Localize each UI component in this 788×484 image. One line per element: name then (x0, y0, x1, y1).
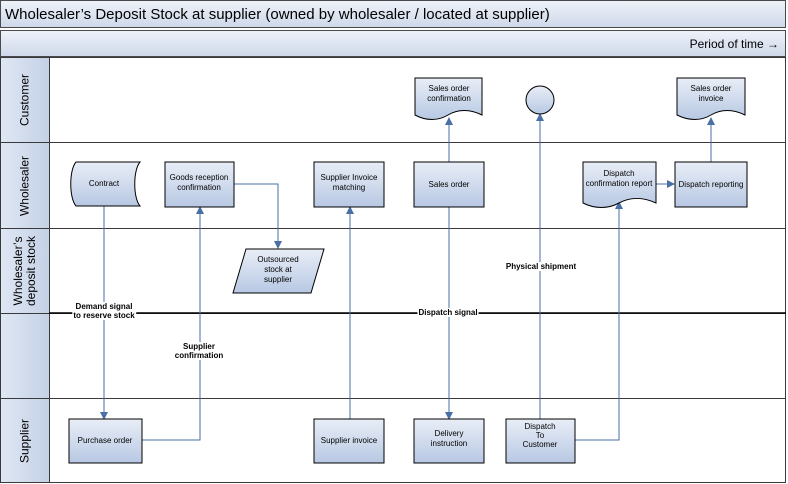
dispatch-signal-label: Dispatch signal (418, 308, 477, 317)
delivery-instruction-box (413, 418, 485, 464)
contract-text: Contract (89, 179, 120, 188)
dispatch-to-customer-box (505, 418, 576, 464)
supplier-invoice-text: Supplier invoice (321, 436, 378, 445)
dispatch-reporting-box (674, 161, 748, 208)
purchase-order-text: Purchase order (78, 436, 133, 445)
lane-header-blank (1, 314, 50, 398)
period-bar: Period of time → (0, 30, 786, 57)
supplier-invoice-matching-text-1: Supplier Invoice (321, 173, 378, 182)
sales-order-box (413, 161, 485, 208)
dispatch-confirmation-text-1: Dispatch (603, 169, 634, 178)
supplier-invoice-matching-box (313, 161, 385, 208)
sales-order-invoice-text-2: invoice (699, 94, 724, 103)
label-backing (504, 262, 578, 271)
customer-circle-end (525, 85, 555, 115)
delivery-instruction-text-2: instruction (431, 439, 467, 448)
flow-purchase-order-to-goods-reception (142, 206, 204, 441)
lane-header-supplier: Supplier (1, 399, 50, 482)
label-backing (181, 342, 217, 351)
dispatch-reporting-text: Dispatch reporting (679, 180, 744, 189)
purchase-order-box (68, 418, 143, 464)
dispatch-customer-text-2: To (536, 431, 545, 440)
dispatch-confirmation-text-2: confirmation report (586, 179, 653, 188)
sales-order-text: Sales order (429, 180, 470, 189)
outsourced-text-2: stock at (264, 265, 292, 274)
lane-header-customer: Customer (1, 58, 50, 142)
goods-reception-text-1: Goods reception (170, 173, 229, 182)
sales-order-invoice-text-1: Sales order (691, 84, 732, 93)
flow-goods-reception-to-outsourced (234, 183, 282, 249)
label-backing (74, 302, 134, 311)
supplier-invoice-matching-text-2: matching (333, 183, 365, 192)
outsourced-text-1: Outsourced (257, 255, 298, 264)
contract-storage-shape (70, 161, 142, 207)
demand-signal-label-1: Demand signal (76, 302, 133, 311)
lane-customer: Customer (0, 57, 786, 143)
supplier-confirmation-label-1: Supplier (183, 342, 215, 351)
label-backing (417, 308, 479, 317)
goods-reception-box (164, 161, 235, 208)
outsourced-stock-parallelogram (232, 248, 325, 294)
supplier-invoice-box (313, 418, 385, 464)
flow-dispatch-to-confirmation-report (575, 201, 623, 441)
goods-reception-text-2: confirmation (177, 183, 221, 192)
dispatch-customer-text-3: Customer (523, 440, 558, 449)
delivery-instruction-text-1: Delivery (435, 429, 464, 438)
dispatch-confirmation-document (582, 161, 657, 208)
label-backing (72, 311, 137, 320)
lane-header-wholesaler: Wholesaler (1, 143, 50, 228)
physical-shipment-label: Physical shipment (506, 262, 577, 271)
sales-order-confirmation-document (414, 77, 483, 120)
sales-order-confirmation-text-2: confirmation (427, 94, 471, 103)
diagram-title-bar: Wholesaler’s Deposit Stock at supplier (… (0, 0, 786, 28)
diagram-title: Wholesaler’s Deposit Stock at supplier (… (5, 6, 550, 23)
demand-signal-label-2: to reserve stock (73, 311, 135, 320)
sales-order-invoice-document (676, 77, 746, 120)
period-label: Period of time → (689, 37, 779, 51)
supplier-confirmation-label-2: confirmation (175, 351, 224, 360)
label-backing (173, 351, 225, 360)
outsourced-text-3: supplier (264, 275, 292, 284)
dispatch-customer-text-1: Dispatch (524, 422, 555, 431)
sales-order-confirmation-text-1: Sales order (429, 84, 470, 93)
